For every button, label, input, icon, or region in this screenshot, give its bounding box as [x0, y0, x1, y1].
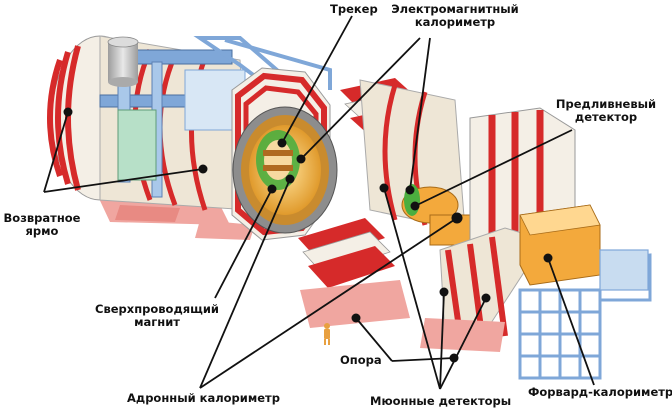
label-preshower-line2: детектор: [574, 110, 638, 124]
label-support: Опора: [340, 353, 382, 367]
central-wheel: [231, 67, 338, 241]
label-em-calorimeter-line2: калориметр: [414, 15, 496, 29]
label-forward-calorimeter: Форвард-калориметр: [528, 385, 672, 399]
label-return-yoke-line1: Возвратное: [3, 211, 81, 225]
label-superconducting-magnet-line1: Сверхпроводящий: [95, 302, 219, 316]
label-tracker: Трекер: [330, 2, 378, 16]
label-em-calorimeter: Электромагнитный калориметр: [380, 3, 530, 29]
label-muon-detectors: Мюонные детекторы: [370, 394, 512, 408]
label-return-yoke: Возвратное ярмо: [2, 212, 82, 238]
endcap-right: [420, 107, 652, 380]
label-hadron-calorimeter: Адронный калориметр: [127, 391, 280, 405]
label-return-yoke-line2: ярмо: [25, 224, 59, 238]
leader-dots: [63, 107, 553, 363]
barrel-left: [47, 35, 332, 240]
label-superconducting-magnet: Сверхпроводящий магнит: [92, 303, 222, 329]
barrel-middle: [298, 78, 481, 328]
label-preshower: Предливневый детектор: [552, 98, 660, 124]
label-preshower-line1: Предливневый: [555, 97, 657, 111]
label-superconducting-magnet-line2: магнит: [134, 315, 180, 329]
label-em-calorimeter-line1: Электромагнитный: [391, 2, 519, 16]
person-scale-figure: [324, 323, 330, 345]
leader-lines: [43, 15, 595, 390]
